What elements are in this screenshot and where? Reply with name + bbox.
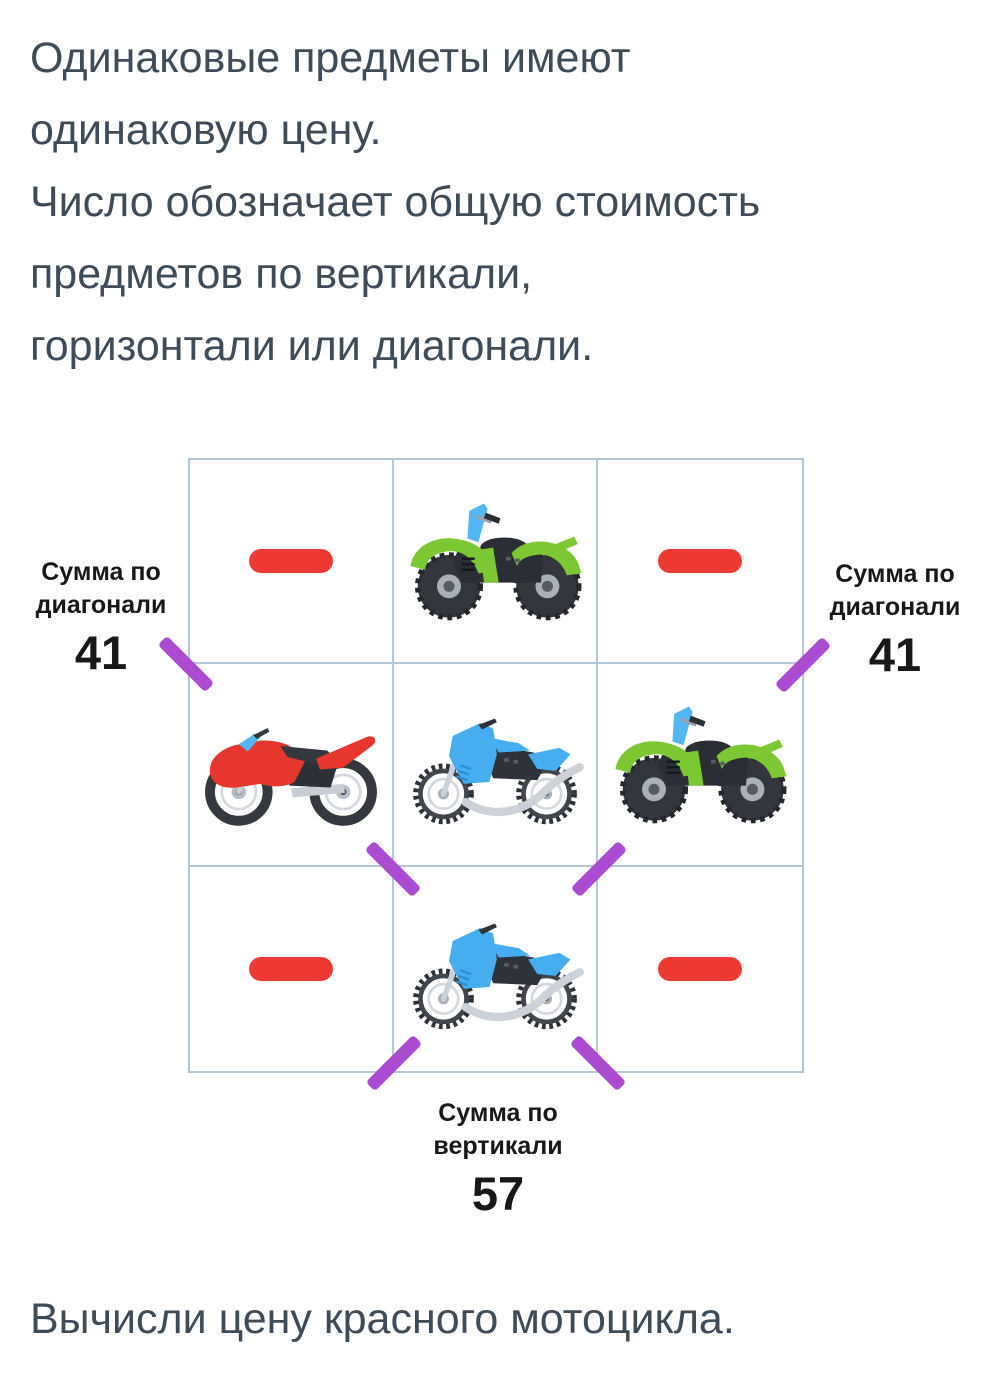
sum-label-text: Сумма по bbox=[41, 558, 161, 586]
red-dash bbox=[658, 548, 742, 573]
grid-cell-r2c3 bbox=[598, 664, 802, 868]
grid-cell-r3c3 bbox=[598, 867, 802, 1071]
blue-dirt-bike-icon bbox=[413, 923, 584, 1030]
sum-left-diagonal-label: Сумма по диагонали 41 bbox=[6, 556, 196, 679]
instructions-block: Одинаковые предметы имеют одинаковую цен… bbox=[30, 22, 970, 382]
instruction-line: одинаковую цену. bbox=[30, 106, 382, 154]
grid-cell-r3c1 bbox=[190, 867, 394, 1071]
grid-cell-r1c1 bbox=[190, 460, 394, 664]
sum-right-diagonal-label: Сумма по диагонали 41 bbox=[800, 558, 990, 681]
sum-label-text: диагонали bbox=[829, 593, 961, 621]
red-dash bbox=[249, 957, 333, 982]
grid-cell-r2c2 bbox=[394, 663, 598, 868]
sum-label-text: вертикали bbox=[433, 1132, 563, 1160]
instruction-line: горизонтали или диагонали. bbox=[30, 322, 594, 370]
grid-cell-r2c1 bbox=[190, 663, 394, 868]
grid-cell-r3c2 bbox=[394, 867, 598, 1071]
red-dash bbox=[658, 957, 742, 982]
grid-cell-r1c2 bbox=[394, 460, 598, 664]
blue-dirt-bike-icon bbox=[413, 718, 584, 825]
sum-label-text: диагонали bbox=[35, 591, 167, 619]
question-text: Вычисли цену красного мотоцикла. bbox=[30, 1295, 735, 1343]
green-quad-bike-icon bbox=[410, 503, 582, 621]
sum-bottom-vertical-label: Сумма по вертикали 57 bbox=[385, 1097, 611, 1220]
green-quad-bike-icon bbox=[615, 706, 787, 824]
instruction-line: предметов по вертикали, bbox=[30, 250, 533, 298]
grid-cell-r1c3 bbox=[598, 460, 802, 664]
sum-label-text: Сумма по bbox=[438, 1099, 558, 1127]
instruction-line: Одинаковые предметы имеют bbox=[30, 34, 631, 82]
sum-right-diagonal-value: 41 bbox=[868, 628, 922, 681]
price-grid bbox=[188, 458, 804, 1073]
sum-bottom-vertical-value: 57 bbox=[471, 1167, 525, 1220]
red-motorcycle-icon bbox=[205, 728, 377, 826]
sum-left-diagonal-value: 41 bbox=[74, 626, 128, 679]
red-dash bbox=[249, 548, 333, 573]
instruction-line: Число обозначает общую стоимость bbox=[30, 178, 761, 226]
sum-label-text: Сумма по bbox=[835, 560, 955, 588]
